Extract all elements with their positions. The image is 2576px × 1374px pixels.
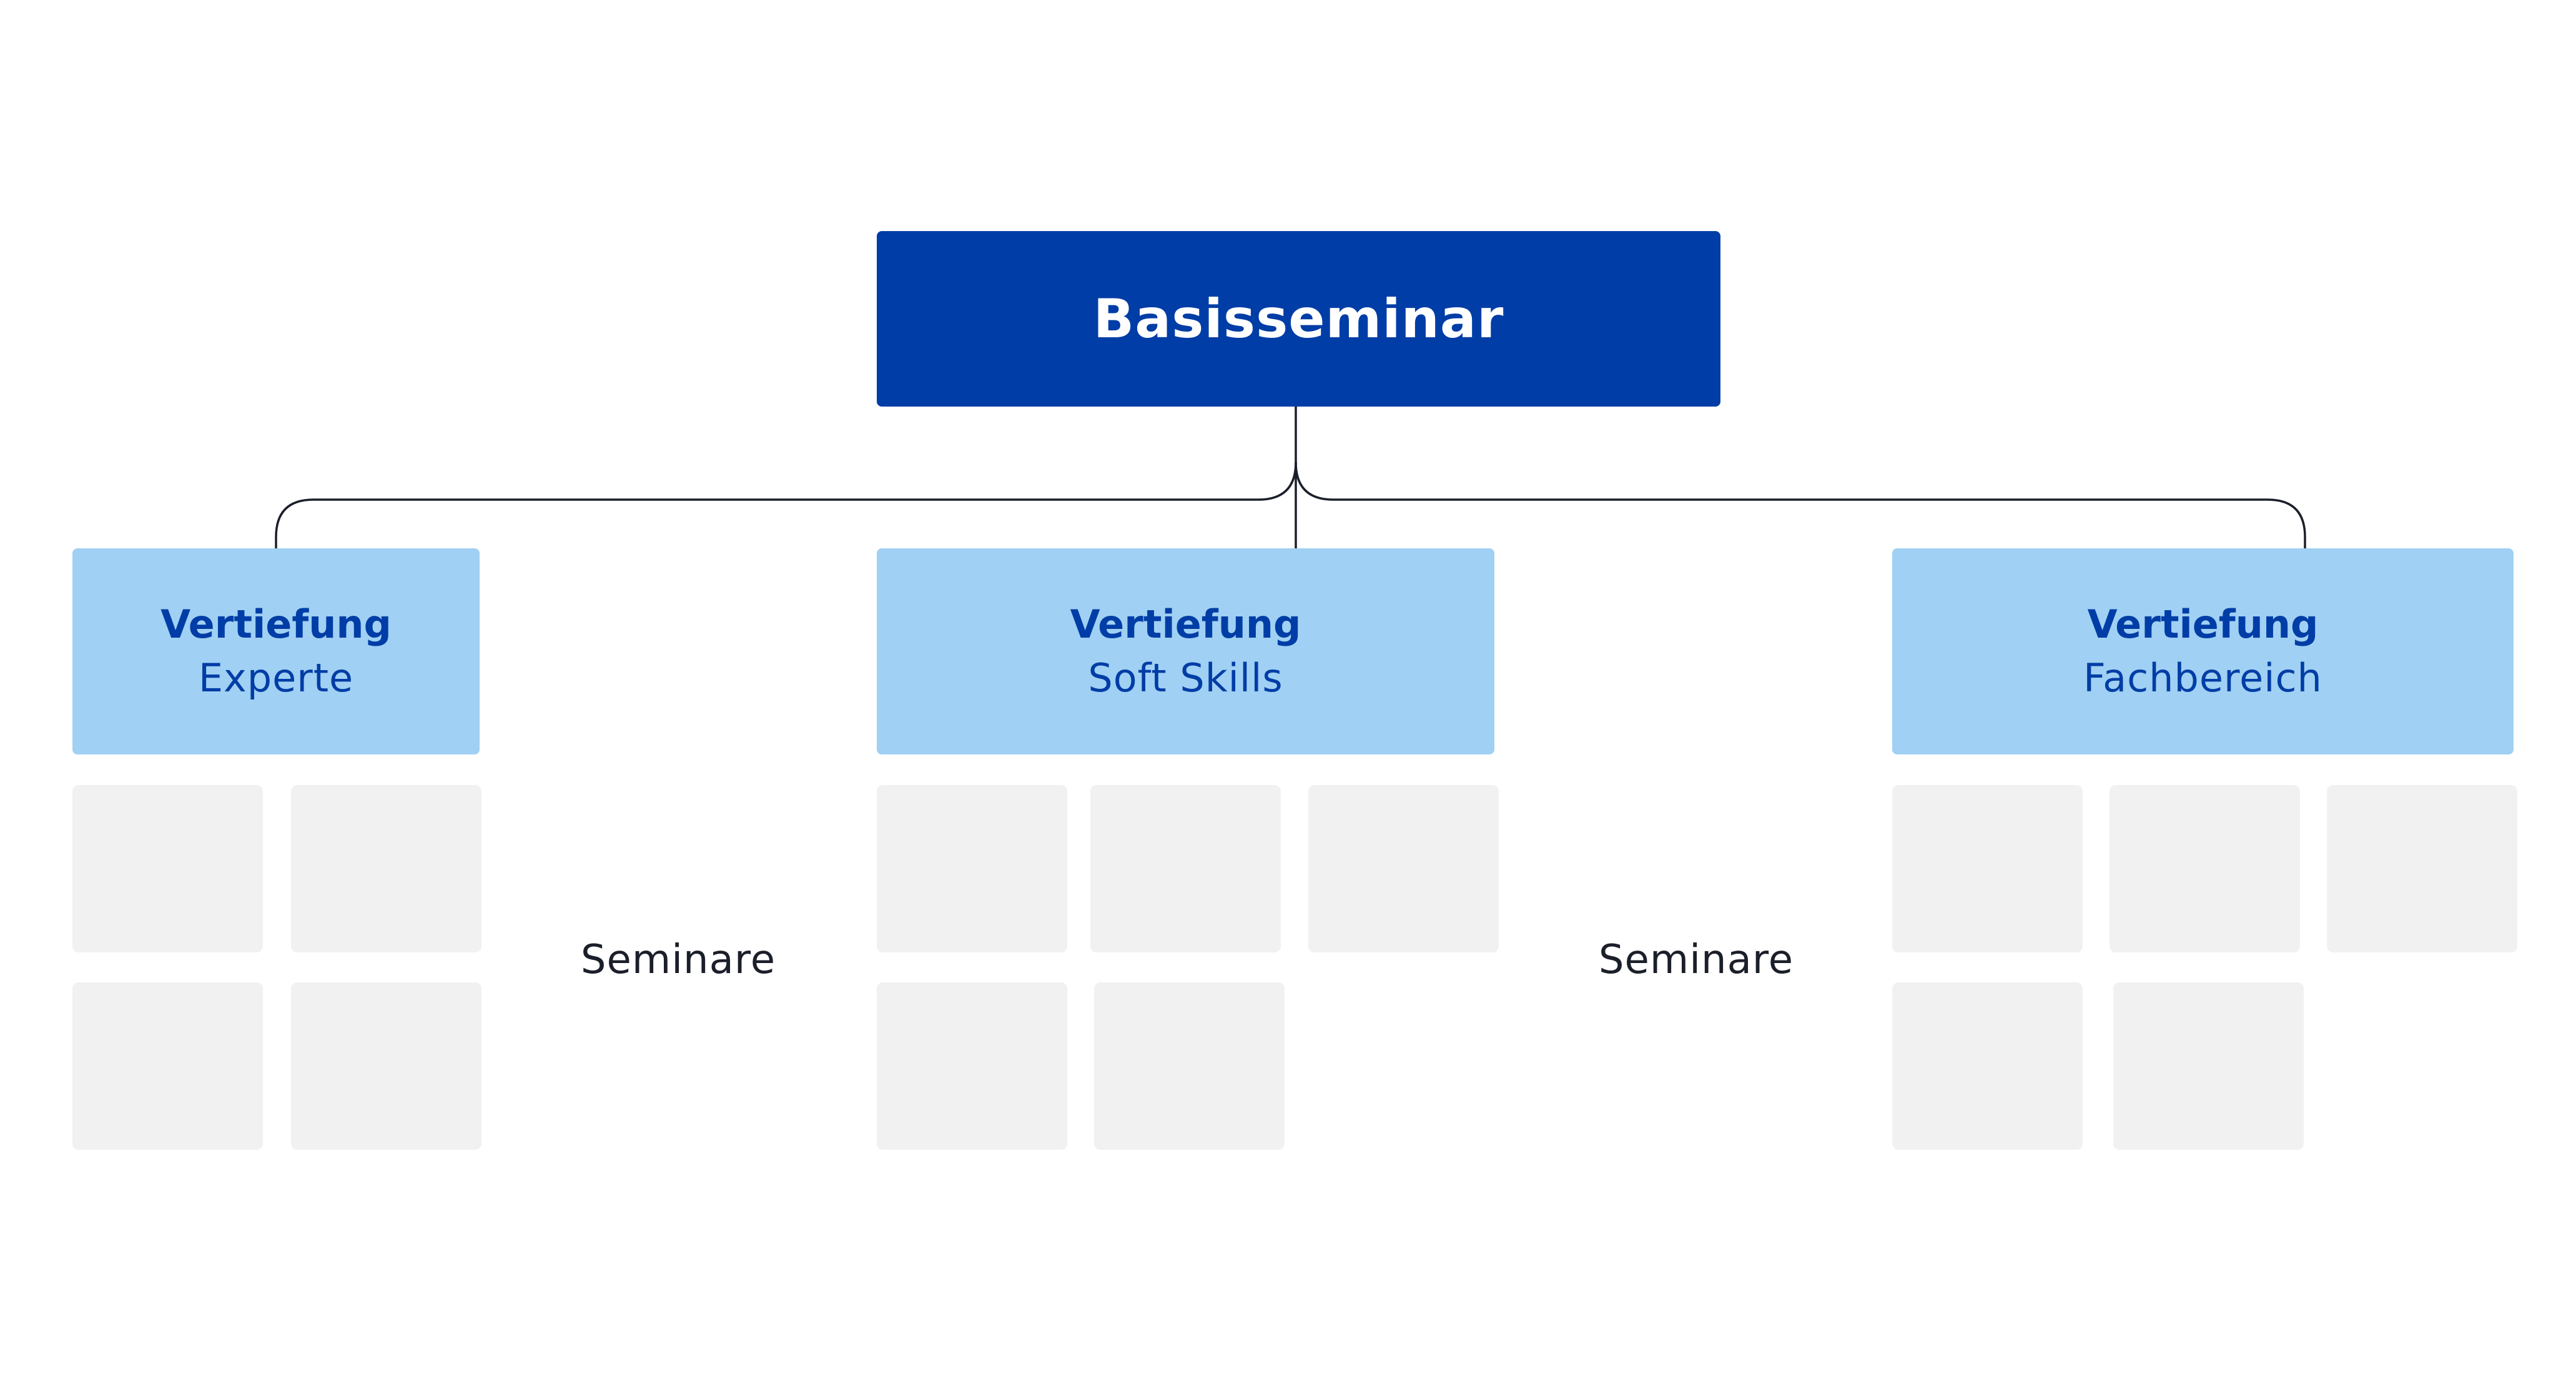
- seminar-tile: [291, 982, 481, 1150]
- seminare-label: Seminare: [1598, 937, 1794, 983]
- seminar-tile: [2110, 785, 2300, 952]
- seminar-tile: [72, 785, 263, 952]
- seminar-tile: [877, 982, 1067, 1150]
- seminar-tile: [1892, 982, 2083, 1150]
- seminar-tile: [72, 982, 263, 1150]
- connector-right: [1295, 462, 2306, 548]
- seminare-label: Seminare: [580, 937, 776, 983]
- branch-node-soft-skills: Vertiefung Soft Skills: [877, 548, 1494, 754]
- seminar-tile: [877, 785, 1067, 952]
- seminar-tile: [291, 785, 481, 952]
- branch-subtitle: Experte: [198, 655, 354, 701]
- seminar-tile: [1090, 785, 1281, 952]
- branch-title: Vertiefung: [2087, 601, 2319, 647]
- branch-node-fachbereich: Vertiefung Fachbereich: [1892, 548, 2514, 754]
- seminar-tile: [1308, 785, 1499, 952]
- root-title: Basisseminar: [1093, 287, 1504, 350]
- branch-title: Vertiefung: [1070, 601, 1301, 647]
- branch-node-experte: Vertiefung Experte: [72, 548, 480, 754]
- seminar-tile: [1094, 982, 1285, 1150]
- seminar-tile: [2327, 785, 2517, 952]
- branch-subtitle: Fachbereich: [2083, 655, 2322, 701]
- connector-left: [275, 462, 1297, 548]
- branch-title: Vertiefung: [160, 601, 392, 647]
- seminar-tile: [1892, 785, 2083, 952]
- root-node: Basisseminar: [877, 231, 1720, 407]
- branch-subtitle: Soft Skills: [1088, 655, 1283, 701]
- seminar-tile: [2113, 982, 2304, 1150]
